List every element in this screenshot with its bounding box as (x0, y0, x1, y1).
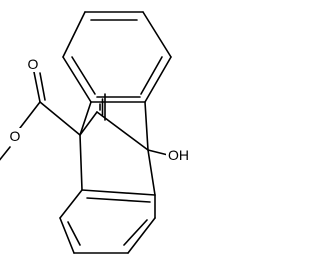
ester-group (0, 71, 81, 161)
lower-benzene-ring (59, 134, 156, 254)
hydroxyl-label: OH (168, 147, 189, 163)
bicyclic-bridge (79, 101, 149, 151)
stereo-hash-bond (99, 93, 106, 121)
carbonyl-oxygen-label: O (28, 56, 39, 72)
ester-oxygen-label: O (10, 128, 21, 144)
upper-benzene-ring (62, 11, 172, 103)
hydroxyl-group (147, 149, 169, 156)
molecule-structure: O O OH (0, 11, 189, 254)
